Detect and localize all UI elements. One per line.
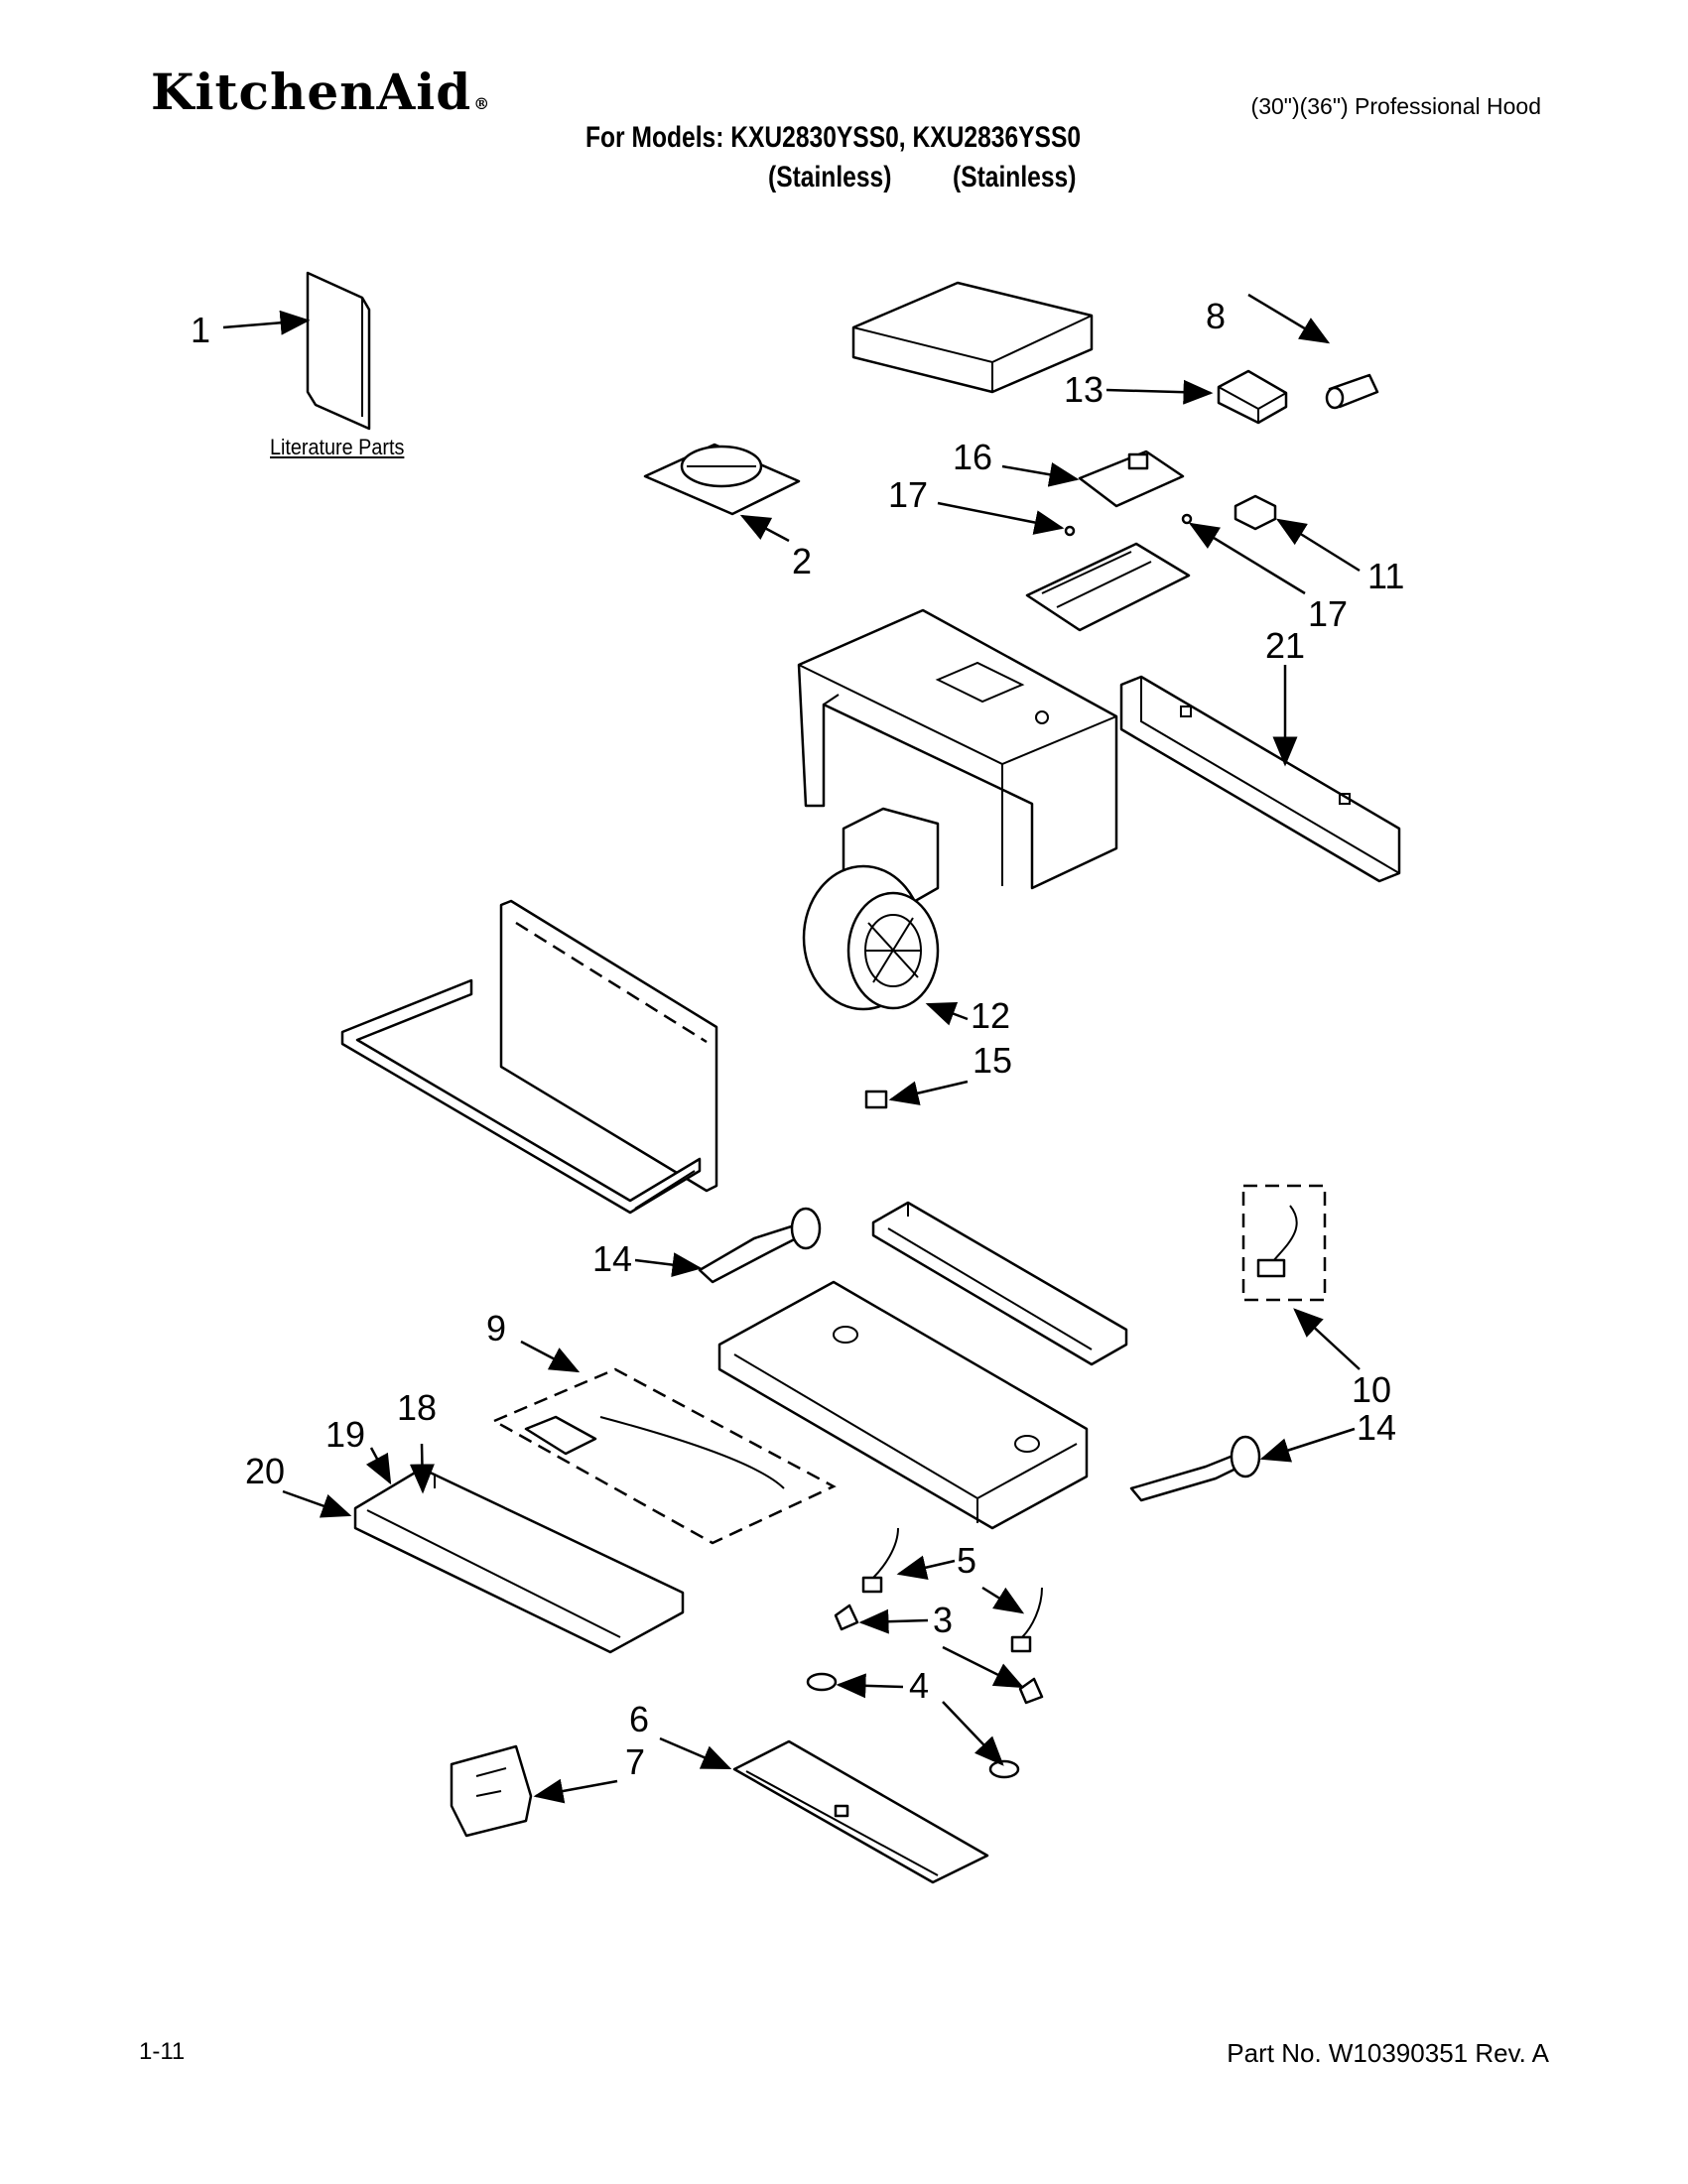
part-kit-dashed-box [491,1367,837,1545]
model-color-1: (Stainless) [768,161,892,193]
page-number: 1-11 [139,2038,186,2065]
part-control-tray [871,1201,1128,1366]
callout-17-lower: 17 [1308,593,1349,634]
part-switch [1234,494,1277,531]
part-light-lens-right [1129,1435,1261,1502]
part-bottom-frame [340,978,702,1215]
callout-1: 1 [191,310,211,350]
callout-3: 3 [933,1600,954,1640]
callout-7: 7 [625,1741,646,1782]
callout-4: 4 [909,1665,930,1706]
callout-10: 10 [1352,1369,1392,1410]
part-hardware-bag [450,1744,533,1838]
part-grease-filter [353,1467,685,1654]
product-title: (30")(36") Professional Hood [1250,93,1541,119]
part-bulb-retainer-b [988,1759,1020,1779]
literature-parts-label: Literature Parts [270,435,405,459]
callout-13: 13 [1064,369,1104,410]
part-lamp-socket-a [861,1527,899,1594]
callout-15: 15 [973,1040,1013,1081]
callout-9: 9 [486,1308,507,1349]
part-lower-chassis [717,1280,1089,1530]
callout-16: 16 [953,437,993,477]
part-front-trim-panel [1119,675,1401,883]
part-blower-assembly [802,807,940,1011]
callout-19: 19 [325,1414,366,1455]
part-bulb-a [834,1604,859,1631]
callout-18: 18 [397,1387,438,1428]
callout-leaders [222,293,1361,1804]
callout-14-left: 14 [592,1238,633,1279]
part-literature-book [306,271,371,431]
callout-21: 21 [1265,625,1306,666]
callout-17-upper: 17 [888,474,929,515]
callout-8: 8 [1206,296,1227,336]
model-color-2: (Stainless) [953,161,1077,193]
part-lamp-socket-b [1010,1587,1043,1653]
callout-20: 20 [245,1451,286,1491]
callout-12: 12 [971,995,1011,1036]
part-back-panel [499,899,718,1193]
part-transformer [1217,369,1288,425]
part-lens-cover [732,1739,989,1884]
part-clip [864,1090,888,1109]
part-light-lens-left [698,1207,822,1284]
part-damper-plate [643,443,801,516]
models-line: For Models: KXU2830YSS0, KXU2836YSS0 [585,121,1082,154]
brand-logo: KitchenAid® [151,63,491,121]
part-bulb-b [1018,1677,1044,1705]
callout-5: 5 [957,1540,977,1581]
part-capacitor [1325,373,1379,410]
part-top-cover-box [851,281,1094,394]
part-number: Part No. W10390351 Rev. A [1227,2038,1549,2068]
part-control-board-small [1078,450,1185,508]
part-wiring-harness-box [1241,1184,1327,1302]
part-bulb-retainer-a [806,1672,838,1692]
part-screw-b [1181,513,1193,525]
callout-14-right: 14 [1357,1407,1397,1448]
part-main-control-board [1025,542,1191,632]
callout-6: 6 [629,1699,650,1739]
part-main-housing [797,608,1118,890]
part-screw-a [1064,525,1076,537]
callout-2: 2 [792,541,813,581]
callout-11: 11 [1367,556,1405,596]
